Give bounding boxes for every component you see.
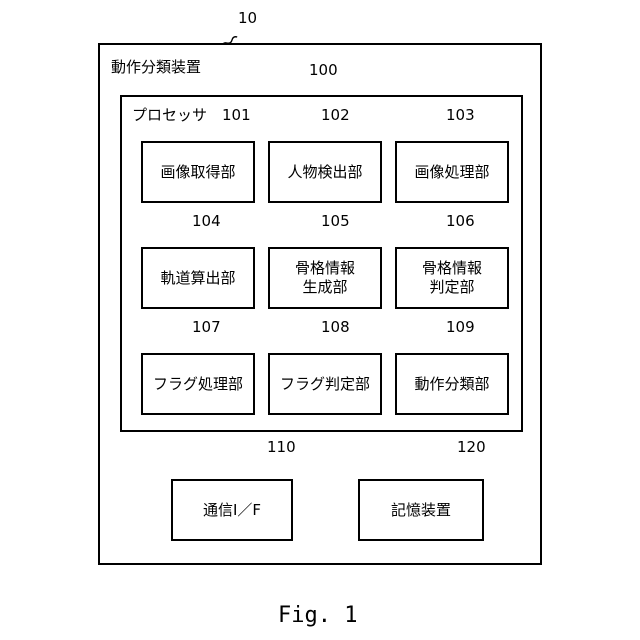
module-ref-106: 106 <box>446 212 475 230</box>
figure-caption: Fig. 1 <box>278 603 357 629</box>
module-ref-103: 103 <box>446 106 475 124</box>
module-trajectory-calculation: 軌道算出部 <box>141 247 255 309</box>
module-ref-108: 108 <box>321 318 350 336</box>
module-motion-classification: 動作分類部 <box>395 353 509 415</box>
module-ref-101: 101 <box>222 106 251 124</box>
module-ref-105: 105 <box>321 212 350 230</box>
processor-title: プロセッサ <box>132 106 207 124</box>
device-ref: 10 <box>238 9 257 27</box>
device-title: 動作分類装置 <box>111 58 201 76</box>
module-skeleton-generation: 骨格情報 生成部 <box>268 247 382 309</box>
processor-ref: 100 <box>309 61 338 79</box>
module-skeleton-judgment: 骨格情報 判定部 <box>395 247 509 309</box>
storage-box: 記憶装置 <box>358 479 484 541</box>
module-ref-102: 102 <box>321 106 350 124</box>
module-ref-109: 109 <box>446 318 475 336</box>
module-person-detection: 人物検出部 <box>268 141 382 203</box>
module-image-acquisition: 画像取得部 <box>141 141 255 203</box>
module-flag-judgment: フラグ判定部 <box>268 353 382 415</box>
module-ref-104: 104 <box>192 212 221 230</box>
module-image-processing: 画像処理部 <box>395 141 509 203</box>
storage-ref: 120 <box>457 438 486 456</box>
module-flag-processing: フラグ処理部 <box>141 353 255 415</box>
comm-if-ref: 110 <box>267 438 296 456</box>
module-ref-107: 107 <box>192 318 221 336</box>
comm-if-box: 通信I／F <box>171 479 293 541</box>
